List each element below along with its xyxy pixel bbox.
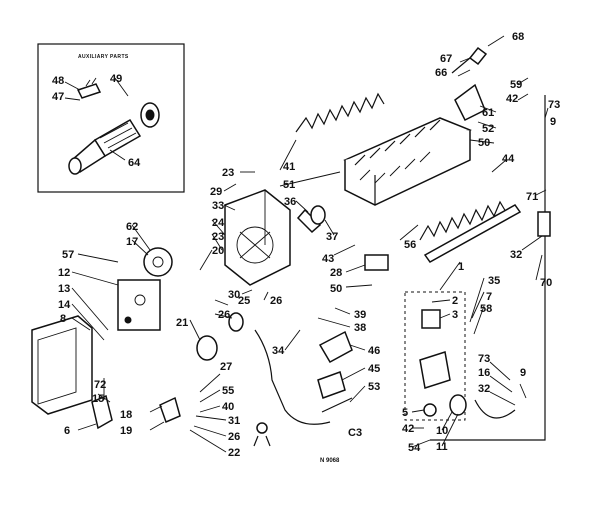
ice-mold-assembly: [295, 92, 522, 263]
callout-54: 54: [408, 442, 421, 454]
callout-2: 2: [452, 295, 458, 307]
callout-17: 17: [126, 236, 138, 248]
callout-9: 9: [550, 116, 556, 128]
callout-50: 50: [330, 283, 342, 295]
callout-40: 40: [222, 401, 234, 413]
callout-58: 58: [480, 303, 492, 315]
leader-lines: [64, 35, 549, 453]
callout-73: 73: [548, 99, 560, 111]
callout-24: 24: [212, 217, 225, 229]
callout-18: 18: [120, 409, 132, 421]
section-code: C3: [348, 427, 362, 439]
callout-14: 14: [58, 299, 71, 311]
callout-25: 25: [238, 295, 250, 307]
callout-42: 42: [402, 423, 414, 435]
callout-73: 73: [478, 353, 490, 365]
callout-13: 13: [58, 283, 70, 295]
callout-19: 19: [120, 425, 132, 437]
callout-5: 5: [402, 407, 408, 419]
callout-71: 71: [526, 191, 538, 203]
callout-16: 16: [478, 367, 490, 379]
callout-37: 37: [326, 231, 338, 243]
callout-48: 48: [52, 75, 64, 87]
callout-53: 53: [368, 381, 380, 393]
callout-10: 10: [436, 425, 448, 437]
control-housing: [224, 189, 291, 286]
front-cover: [31, 247, 173, 415]
callout-21: 21: [176, 317, 188, 329]
fill-tube: [430, 46, 551, 441]
callout-29: 29: [210, 186, 222, 198]
callout-42: 42: [506, 93, 518, 105]
callout-56: 56: [404, 239, 416, 251]
callout-44: 44: [502, 153, 515, 165]
callout-23: 23: [212, 231, 224, 243]
callout-70: 70: [540, 277, 552, 289]
callout-43: 43: [322, 253, 334, 265]
callout-47: 47: [52, 91, 64, 103]
callout-46: 46: [368, 345, 380, 357]
callout-6: 6: [64, 425, 70, 437]
callout-55: 55: [222, 385, 234, 397]
linkage-parts: [91, 205, 389, 447]
callout-12: 12: [58, 267, 70, 279]
callout-64: 64: [128, 157, 141, 169]
callout-52: 52: [482, 123, 494, 135]
callout-26: 26: [270, 295, 282, 307]
callout-36: 36: [284, 196, 296, 208]
callout-15: 15: [92, 393, 104, 405]
callout-20: 20: [212, 245, 224, 257]
callout-23: 23: [222, 167, 234, 179]
callout-68: 68: [512, 31, 524, 43]
callout-66: 66: [435, 67, 447, 79]
callout-22: 22: [228, 447, 240, 459]
callout-50: 50: [478, 137, 490, 149]
drawing-number: N 9068: [320, 458, 340, 464]
callout-39: 39: [354, 309, 366, 321]
callout-30: 30: [228, 289, 240, 301]
callout-67: 67: [440, 53, 452, 65]
callout-34: 34: [272, 345, 285, 357]
callout-61: 61: [482, 107, 494, 119]
callout-9: 9: [520, 367, 526, 379]
callout-11: 11: [436, 441, 448, 453]
callout-7: 7: [486, 291, 492, 303]
callout-26: 26: [228, 431, 240, 443]
callout-59: 59: [510, 79, 522, 91]
callout-3: 3: [452, 309, 458, 321]
auxiliary-parts-inset: AUXILIARY PARTS: [37, 43, 185, 193]
inset-title: AUXILIARY PARTS: [78, 54, 129, 60]
callout-51: 51: [283, 179, 295, 191]
callout-28: 28: [330, 267, 342, 279]
callout-72: 72: [94, 379, 106, 391]
callout-27: 27: [220, 361, 232, 373]
callout-1: 1: [458, 261, 464, 273]
callout-45: 45: [368, 363, 380, 375]
callout-26: 26: [218, 309, 230, 321]
callout-31: 31: [228, 415, 240, 427]
callout-57: 57: [62, 249, 74, 261]
water-valve-assembly: [404, 291, 516, 421]
callout-32: 32: [478, 383, 490, 395]
callout-35: 35: [488, 275, 500, 287]
callout-41: 41: [283, 161, 295, 173]
callout-38: 38: [354, 322, 366, 334]
callout-49: 49: [110, 73, 122, 85]
callout-8: 8: [60, 313, 66, 325]
callout-33: 33: [212, 200, 224, 212]
callout-32: 32: [510, 249, 522, 261]
callout-62: 62: [126, 221, 138, 233]
